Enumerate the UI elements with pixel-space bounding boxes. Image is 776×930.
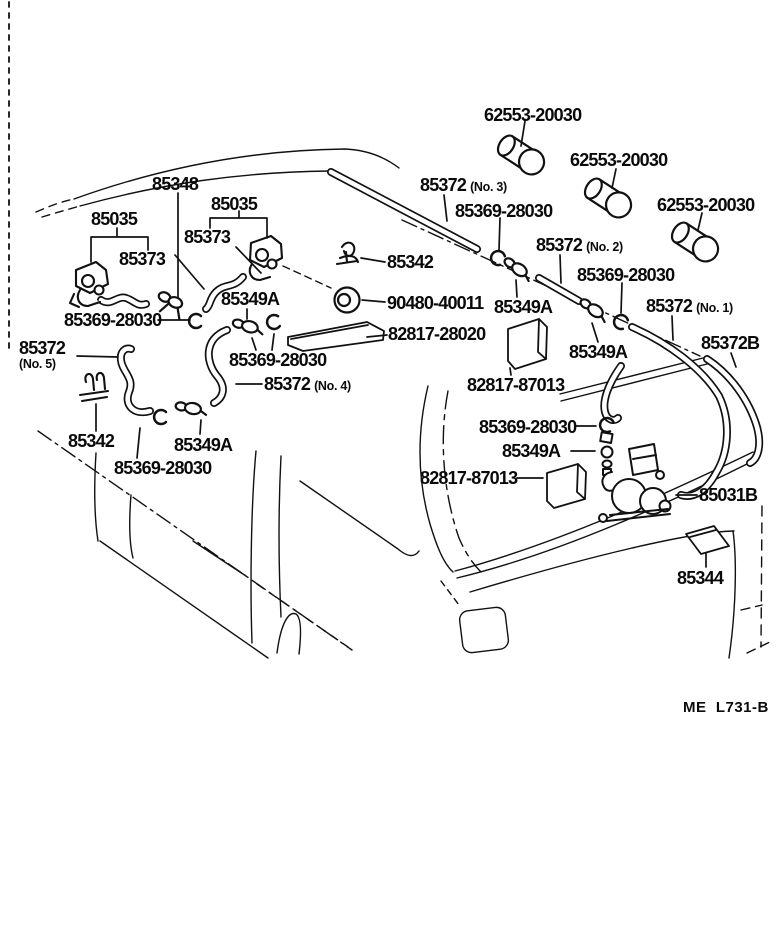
hose-no5 (116, 344, 154, 417)
part-label-85342: 85342 (387, 252, 434, 272)
protector-plate-lower (546, 463, 587, 509)
wheel-arch (276, 612, 302, 655)
protector-plate-upper (507, 318, 548, 370)
part-label-85373: 85373 (119, 249, 166, 269)
side-beltline (299, 480, 420, 557)
part-label-85369-28030: 85369-28030 (64, 310, 162, 330)
packing-85344 (685, 525, 730, 555)
part-label-85372-no5: 85372(No. 5) (19, 338, 66, 371)
vehicle-body-lines (35, 148, 773, 659)
part-label-85348: 85348 (152, 174, 199, 194)
part-label-82817-87013: 82817-87013 (467, 375, 565, 395)
washer-hoses (97, 168, 764, 500)
drip-rail (79, 170, 331, 207)
quarter-window-top-edge (559, 357, 708, 402)
roofline (73, 148, 400, 200)
part-label-85344: 85344 (677, 568, 724, 588)
washer-nozzle-left (68, 260, 110, 309)
part-label-85369-28030: 85369-28030 (229, 350, 327, 370)
figure-code: ME L731-B (683, 699, 769, 716)
pump-relay-box (628, 443, 659, 476)
part-label-62553-20030: 62553-20030 (657, 195, 755, 215)
part-label-82817-28020: 82817-28020 (388, 324, 486, 344)
grommet-icon (333, 286, 361, 314)
hose-clamp-lower (78, 371, 110, 403)
bracket-85035-left (90, 227, 149, 263)
part-label-62553-20030: 62553-20030 (570, 150, 668, 170)
part-label-85369-28030: 85369-28030 (577, 265, 675, 285)
part-label-85369-28030: 85369-28030 (479, 417, 577, 437)
bracket-85035-right (209, 210, 268, 239)
cylinder-icon (583, 177, 633, 219)
part-label-85372-no2: 85372(No. 2) (536, 235, 623, 255)
body-recess (458, 606, 510, 654)
part-label-85349A: 85349A (494, 297, 553, 317)
part-label-85035: 85035 (211, 194, 258, 214)
part-label-85372-no1: 85372(No. 1) (646, 296, 733, 316)
joint-85348 (157, 291, 184, 321)
part-label-85372B: 85372B (701, 333, 760, 353)
cylinder-icon (496, 134, 546, 176)
leader-lines (76, 120, 737, 568)
hose-clips (152, 249, 630, 434)
protector-strip-82817-28020 (287, 321, 385, 352)
rear-corner-edge (728, 530, 737, 659)
part-label-85349A: 85349A (502, 441, 561, 461)
washer-nozzle-right (248, 234, 284, 282)
part-label-82817-87013: 82817-87013 (420, 468, 518, 488)
check-valve-cylinders (496, 134, 720, 263)
cylinder-icon (670, 221, 720, 263)
part-label-85373: 85373 (184, 227, 231, 247)
part-label-90480-40011: 90480-40011 (387, 293, 484, 313)
part-label-85349A: 85349A (569, 342, 628, 362)
hose-joints (157, 257, 606, 416)
part-label-85035: 85035 (91, 209, 138, 229)
door-edge (93, 452, 99, 542)
part-label-85372-no3: 85372(No. 3) (420, 175, 507, 195)
part-label-85369-28030: 85369-28030 (455, 201, 553, 221)
part-label-85349A: 85349A (174, 435, 233, 455)
part-label-85342: 85342 (68, 431, 115, 451)
hose-clamp-upper (335, 241, 360, 266)
part-label-85031B: 85031B (699, 485, 758, 505)
part-label-62553-20030: 62553-20030 (484, 105, 582, 125)
washer-pump-assembly (598, 431, 672, 523)
side-crease (99, 540, 269, 659)
part-label-85349A: 85349A (221, 289, 280, 309)
part-label-85372-no4: 85372(No. 4) (264, 374, 351, 394)
part-label-85369-28030: 85369-28030 (114, 458, 212, 478)
hatch-pillar (419, 385, 454, 573)
